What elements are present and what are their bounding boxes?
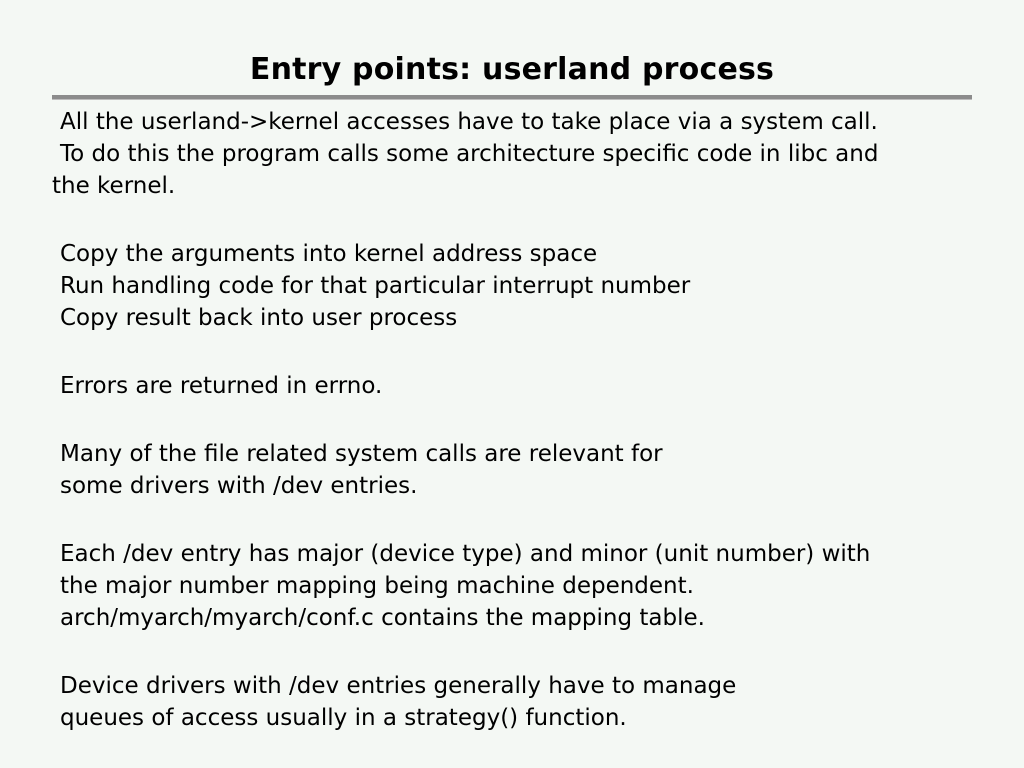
paragraph-errors: Errors are returned in errno. <box>52 370 982 402</box>
slide-title: Entry points: userland process <box>249 52 775 87</box>
paragraph-gap <box>52 402 982 438</box>
text-line: Device drivers with /dev entries general… <box>60 673 737 699</box>
text-line: Many of the file related system calls ar… <box>60 441 663 467</box>
paragraph-gap <box>52 502 982 538</box>
text-line: the major number mapping being machine d… <box>60 573 694 599</box>
paragraph-device-drivers: Device drivers with /dev entries general… <box>52 670 982 734</box>
paragraph-file-calls: Many of the file related system calls ar… <box>52 438 982 502</box>
paragraph-gap <box>52 634 982 670</box>
text-line: queues of access usually in a strategy()… <box>60 705 627 731</box>
text-line: All the userland->kernel accesses have t… <box>60 109 878 135</box>
slide-body: All the userland->kernel accesses have t… <box>52 106 982 734</box>
text-line: Copy result back into user process <box>60 305 458 331</box>
text-line: Each /dev entry has major (device type) … <box>60 541 871 567</box>
paragraph-gap <box>52 334 982 370</box>
text-line: To do this the program calls some archit… <box>60 141 879 167</box>
text-line: Copy the arguments into kernel address s… <box>60 241 598 267</box>
text-line: Run handling code for that particular in… <box>60 273 691 299</box>
text-line: Errors are returned in errno. <box>60 373 383 399</box>
paragraph-dev-entry: Each /dev entry has major (device type) … <box>52 538 982 634</box>
title-divider <box>52 95 972 100</box>
paragraph-steps: Copy the arguments into kernel address s… <box>52 238 982 334</box>
text-line: some drivers with /dev entries. <box>60 473 418 499</box>
paragraph-gap <box>52 202 982 238</box>
text-line: the kernel. <box>52 173 176 199</box>
paragraph-system-call: All the userland->kernel accesses have t… <box>52 106 982 202</box>
text-line: arch/myarch/myarch/conf.c contains the m… <box>60 605 705 631</box>
